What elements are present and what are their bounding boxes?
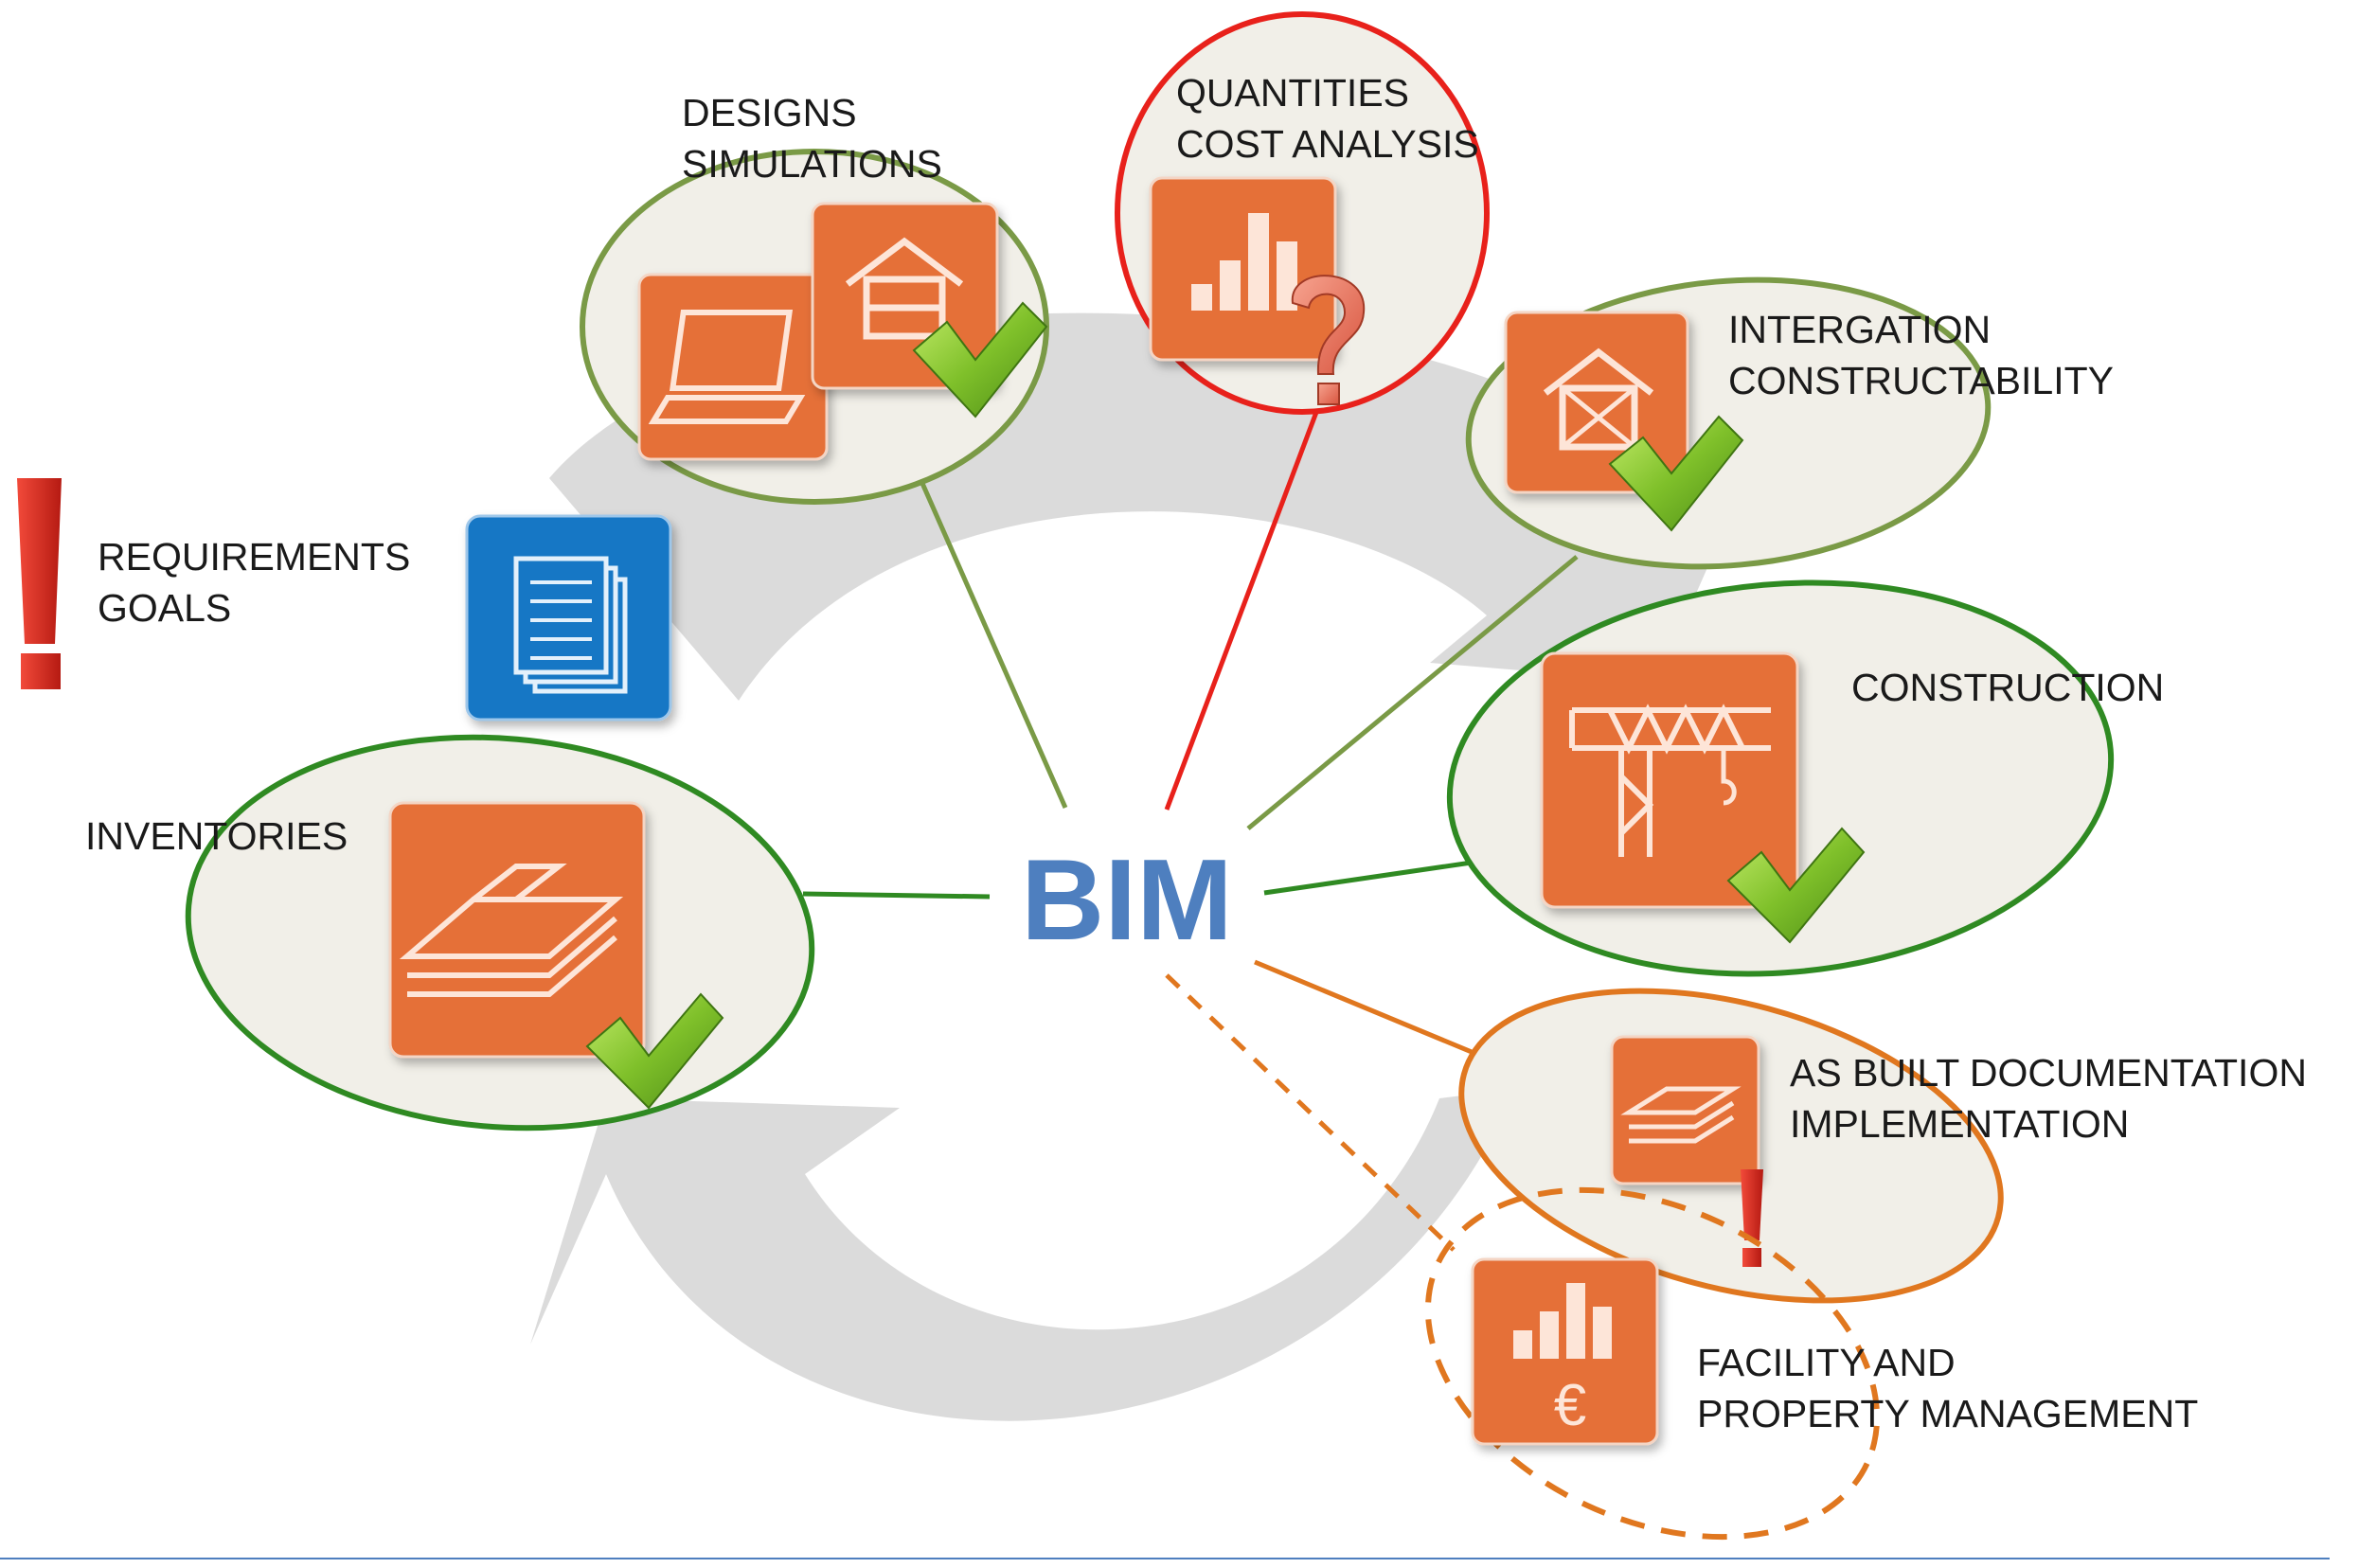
cycle-arrow-lower (530, 1089, 1515, 1421)
node-designs[interactable]: DESIGNS SIMULATIONS (580, 91, 1049, 505)
question-mark-icon (1291, 275, 1366, 405)
euro-chart-icon: € (1471, 1257, 1659, 1446)
document-stack-icon (1610, 1035, 1760, 1185)
connector-facility (1165, 973, 1456, 1252)
node-requirements[interactable]: REQUIREMENTS GOALS (17, 478, 672, 722)
crane-icon (1540, 651, 1799, 909)
node-label-line: INTERGATION (1728, 308, 1991, 351)
exclamation-icon (17, 478, 62, 689)
node-construction[interactable]: CONSTRUCTION (1433, 556, 2164, 1000)
node-label-line: GOALS (98, 586, 231, 630)
node-label-line: REQUIREMENTS (98, 535, 410, 579)
node-integration[interactable]: INTERGATION CONSTRUCTABILITY (1456, 259, 2114, 588)
node-label-line: COST ANALYSIS (1176, 122, 1479, 166)
node-label-integration: INTERGATION CONSTRUCTABILITY (1728, 308, 2114, 402)
checkmark-icon (1608, 415, 1744, 532)
node-label-line: PROPERTY MANAGEMENT (1697, 1392, 2198, 1435)
documents-icon (465, 514, 672, 722)
node-label-line: CONSTRUCTABILITY (1728, 359, 2114, 402)
connector-inventories (802, 891, 991, 900)
svg-text:€: € (1554, 1373, 1586, 1438)
node-facility[interactable]: € FACILITY AND PROPERTY MANAGEMENT (1372, 1122, 2199, 1568)
node-label-line: CONSTRUCTION (1851, 666, 2164, 709)
node-label-line: FACILITY AND (1697, 1341, 1956, 1384)
node-label-inventories: INVENTORIES (85, 814, 348, 858)
checkmark-icon (912, 301, 1048, 419)
bar-chart-icon (1149, 176, 1337, 362)
node-label-line: AS BUILT DOCUMENTATION (1790, 1051, 2307, 1095)
node-inventories[interactable]: INVENTORIES (85, 712, 829, 1153)
node-label-line: IMPLEMENTATION (1790, 1102, 2129, 1146)
checkmark-icon (585, 992, 724, 1110)
connectors (802, 406, 1579, 1252)
node-label-asbuilt: AS BUILT DOCUMENTATION IMPLEMENTATION (1790, 1051, 2307, 1146)
bim-center-label: BIM (1021, 835, 1233, 964)
node-label-line: INVENTORIES (85, 814, 348, 858)
node-quantities[interactable]: QUANTITIES COST ANALYSIS (1115, 11, 1490, 415)
node-label-line: SIMULATIONS (682, 142, 942, 186)
checkmark-icon (1726, 827, 1866, 944)
node-label-line: QUANTITIES (1176, 71, 1409, 115)
node-label-construction: CONSTRUCTION (1851, 666, 2164, 709)
node-label-quantities: QUANTITIES COST ANALYSIS (1176, 71, 1479, 166)
layers-icon (388, 801, 646, 1059)
connector-construction (1263, 855, 1505, 896)
connector-integration (1246, 555, 1579, 830)
node-label-requirements: REQUIREMENTS GOALS (98, 535, 410, 630)
exclamation-icon (1741, 1169, 1763, 1267)
status-ellipse-facility (1424, 1186, 1881, 1541)
laptop-icon (637, 273, 829, 461)
node-asbuilt[interactable]: AS BUILT DOCUMENTATION IMPLEMENTATION (1427, 937, 2307, 1355)
connector-designs (911, 462, 1068, 810)
node-label-facility: FACILITY AND PROPERTY MANAGEMENT (1697, 1341, 2198, 1435)
node-label-designs: DESIGNS SIMULATIONS (682, 91, 942, 186)
connector-quantities (1164, 406, 1321, 811)
node-label-line: DESIGNS (682, 91, 857, 134)
